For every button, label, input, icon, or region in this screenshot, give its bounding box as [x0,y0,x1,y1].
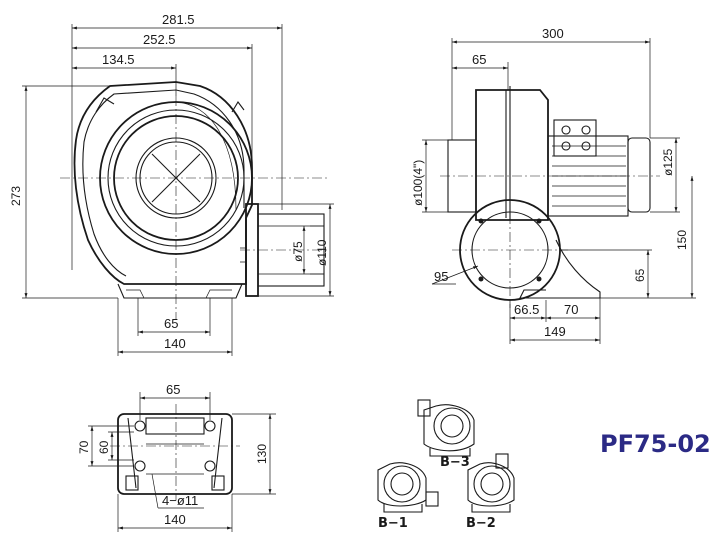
dim-hole-spacing: 65 [166,382,180,397]
dim-radius: 95 [434,269,448,284]
side-view: 300 65 ø100(4") ø125 150 65 95 66.5 [411,26,696,344]
bolt-hole-br [204,460,216,472]
model-label: PF75-02 [600,430,711,458]
front-view: 281.5 252.5 134.5 273 ø75 ø110 65 140 [9,12,334,356]
dim-foot-total: 149 [544,324,566,339]
orientation-b1: B−1 [377,462,439,531]
dim-inlet-depth: 65 [472,52,486,67]
front-base [117,283,243,299]
bolt-hole-tr [204,420,216,432]
dim-base-width: 140 [164,512,186,527]
dim-base-outer: 140 [164,336,186,351]
label-b3: B−3 [440,455,470,470]
dim-motor-diameter: ø125 [661,148,675,176]
side-support [519,239,601,299]
dim-inlet-diameter: ø100(4") [411,160,425,206]
dim-base-height: 65 [633,268,647,282]
label-b1: B−1 [378,516,408,531]
mount-ear-right [231,101,245,113]
dim-outlet-inner: ø75 [291,241,305,262]
dim-center-height: 150 [675,230,689,250]
dim-depth-total: 130 [255,444,269,464]
dim-outlet-outer: ø110 [315,239,329,266]
label-b2: B−2 [466,516,496,531]
dim-width-overall: 281.5 [162,12,195,27]
dim-length-overall: 300 [542,26,564,41]
orientation-b3: B−3 [417,399,475,470]
dim-depth-b: 60 [97,440,111,454]
volute-inner-line [82,89,245,277]
motor-endcap [627,137,651,213]
orientation-b2: B−2 [466,453,515,531]
base-view: 65 70 60 130 4−ø11 140 [77,382,276,532]
volute-housing [73,81,253,285]
dim-foot-a: 66.5 [514,302,539,317]
bolt-hole-tl [134,420,146,432]
dim-foot-b: 70 [564,302,578,317]
dim-base-inner: 65 [164,316,178,331]
dim-height: 273 [9,186,23,206]
dim-center-offset: 134.5 [102,52,135,67]
dim-width-outlet: 252.5 [143,32,176,47]
base-plate [117,413,233,495]
dim-depth-a: 70 [77,440,91,454]
bolt-hole-bl [134,460,146,472]
terminal-box [553,119,597,157]
mount-ear-left [95,97,115,113]
dim-holes: 4−ø11 [162,493,198,508]
